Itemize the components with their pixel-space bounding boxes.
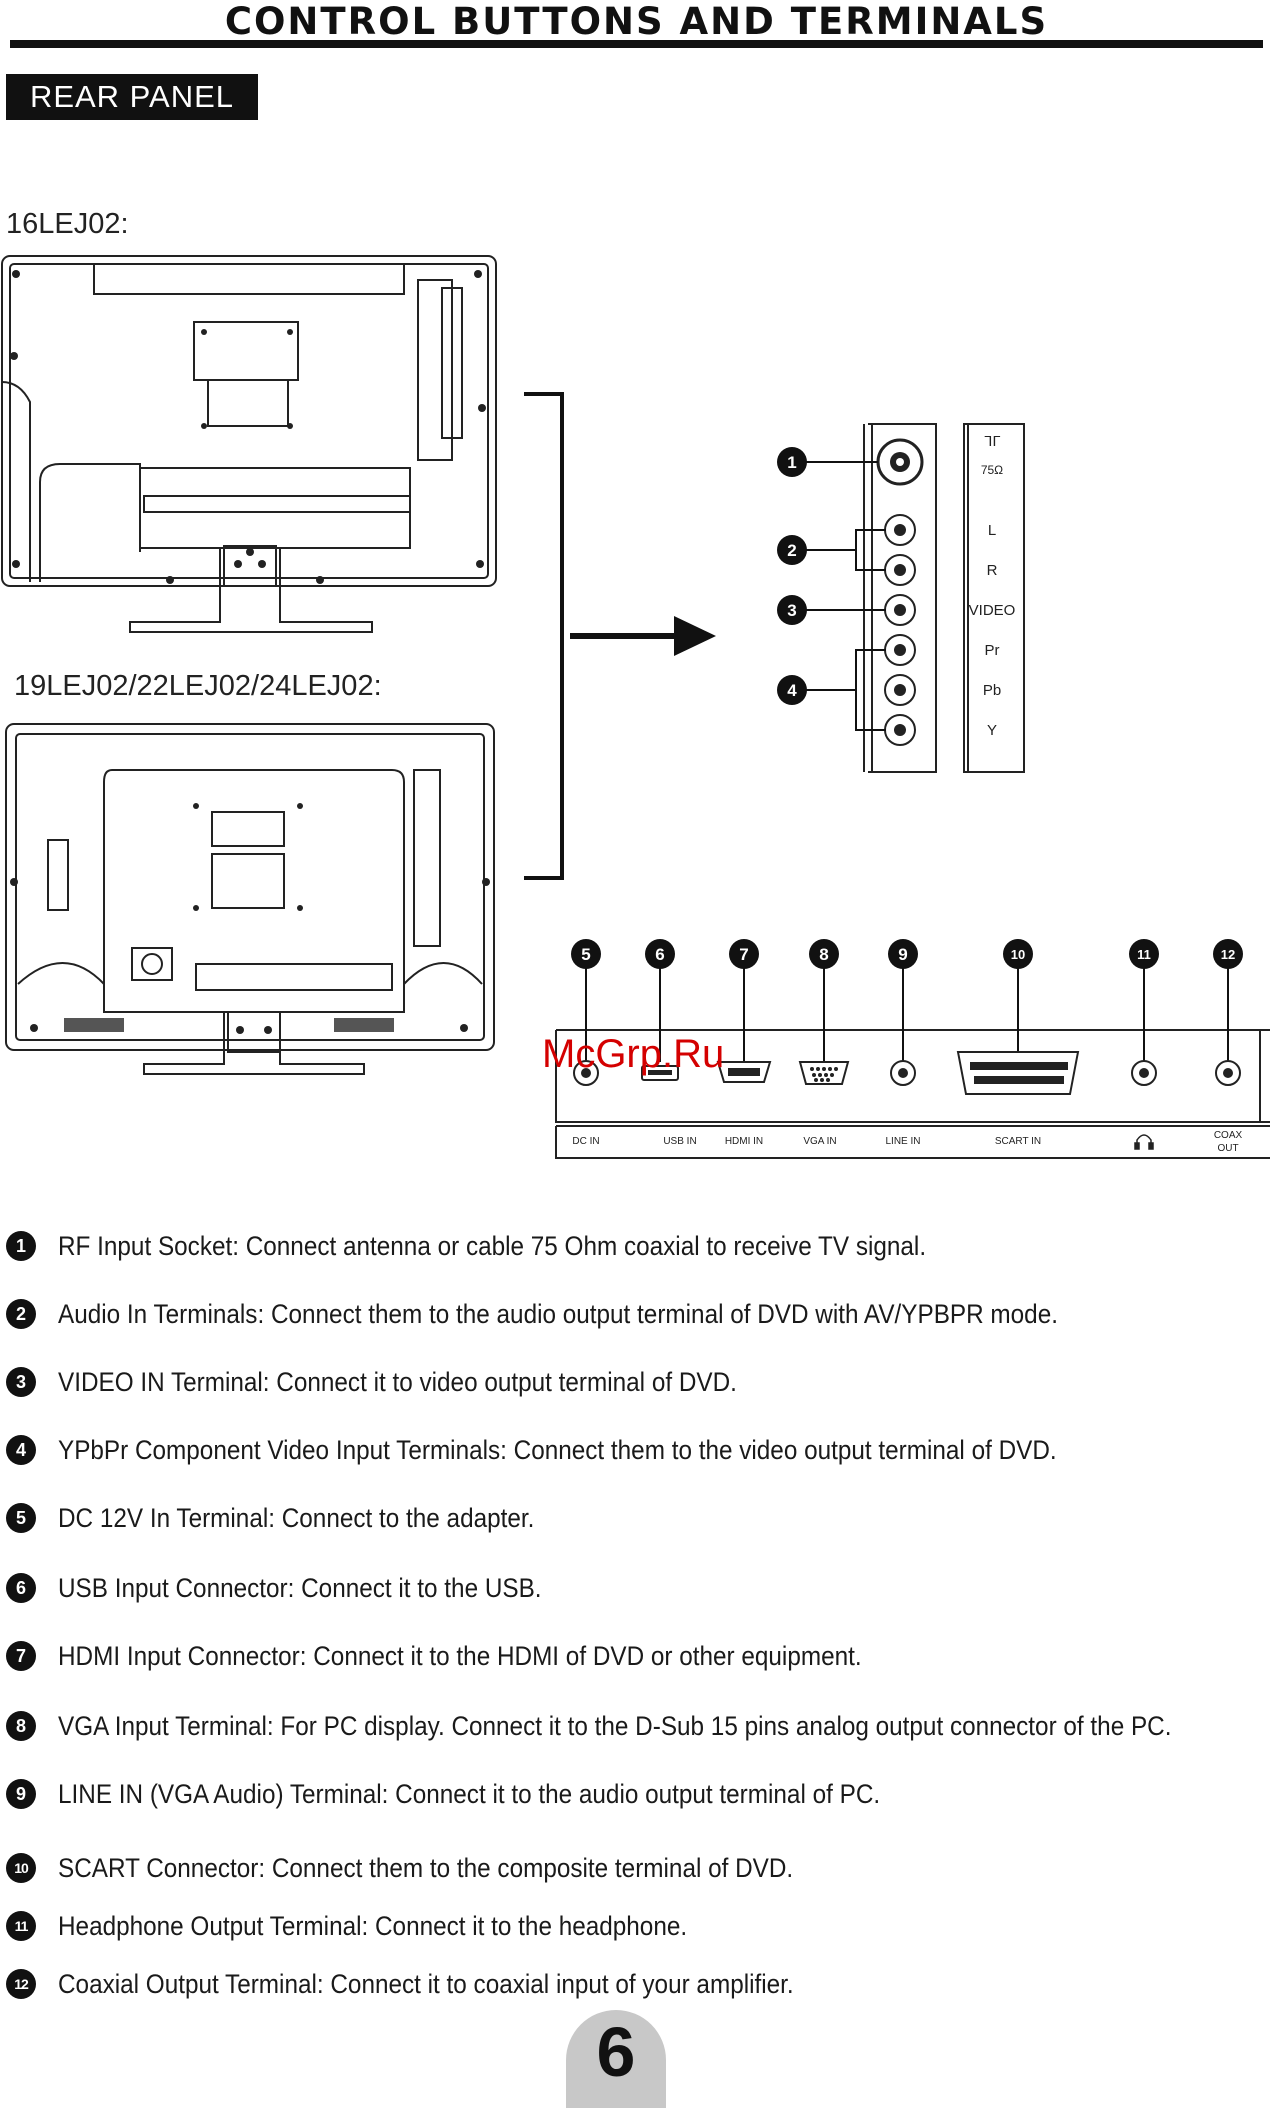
item-number: 12 <box>6 1969 36 1999</box>
description-item: 4 YPbPr Component Video Input Terminals:… <box>6 1430 1271 1470</box>
label-l: L <box>988 522 996 539</box>
port-label-scart-in: SCART IN <box>995 1136 1041 1147</box>
item-text: VGA Input Terminal: For PC display. Conn… <box>58 1710 1172 1741</box>
description-item: 11 Headphone Output Terminal: Connect it… <box>6 1906 1271 1946</box>
port-label-dc-in: DC IN <box>572 1136 599 1147</box>
callout-12: 12 <box>1221 947 1235 962</box>
item-number: 2 <box>6 1299 36 1329</box>
item-text: YPbPr Component Video Input Terminals: C… <box>58 1434 1057 1465</box>
item-text: LINE IN (VGA Audio) Terminal: Connect it… <box>58 1778 881 1809</box>
description-item: 6 USB Input Connector: Connect it to the… <box>6 1568 1271 1608</box>
description-item: 12 Coaxial Output Terminal: Connect it t… <box>6 1964 1271 2004</box>
label-y: Y <box>987 722 997 739</box>
label-pb: Pb <box>983 682 1001 699</box>
watermark: McGrp.Ru <box>542 1032 725 1076</box>
bottom-terminal-panel: 5 6 7 8 9 10 11 12 DC IN USB IN HDMI IN … <box>555 939 1270 1159</box>
port-label-line-in: LINE IN <box>885 1136 920 1147</box>
item-number: 10 <box>6 1853 36 1883</box>
callout-10: 10 <box>1011 947 1025 962</box>
page-number: 6 <box>596 2013 636 2091</box>
connection-bracket <box>524 392 716 880</box>
callout-4: 4 <box>787 681 797 700</box>
label-video: VIDEO <box>969 602 1016 619</box>
item-text: RF Input Socket: Connect antenna or cabl… <box>58 1230 927 1261</box>
item-number: 11 <box>6 1911 36 1941</box>
item-number: 3 <box>6 1367 36 1397</box>
callout-8: 8 <box>819 945 828 964</box>
page-number-tab <box>566 2010 666 2108</box>
item-text: SCART Connector: Connect them to the com… <box>58 1852 794 1883</box>
tv-19-24-rear-illustration <box>5 723 495 1075</box>
description-item: 2 Audio In Terminals: Connect them to th… <box>6 1294 1271 1334</box>
callout-1: 1 <box>787 453 796 472</box>
description-item: 1 RF Input Socket: Connect antenna or ca… <box>6 1226 1271 1266</box>
item-number: 9 <box>6 1779 36 1809</box>
item-number: 7 <box>6 1641 36 1671</box>
callout-7: 7 <box>739 945 748 964</box>
rf-icon: ᒣᒥ <box>984 433 1001 449</box>
item-number: 1 <box>6 1231 36 1261</box>
item-text: Audio In Terminals: Connect them to the … <box>58 1298 1058 1329</box>
description-item: 5 DC 12V In Terminal: Connect to the ada… <box>6 1498 1271 1538</box>
item-text: HDMI Input Connector: Connect it to the … <box>58 1640 862 1671</box>
port-label-vga-in: VGA IN <box>803 1136 836 1147</box>
description-item: 10 SCART Connector: Connect them to the … <box>6 1848 1271 1888</box>
port-label-coax: COAX <box>1214 1130 1243 1141</box>
item-number: 6 <box>6 1573 36 1603</box>
callout-9: 9 <box>898 945 907 964</box>
port-label-out: OUT <box>1217 1143 1238 1154</box>
item-number: 5 <box>6 1503 36 1533</box>
page-title: CONTROL BUTTONS AND TERMINALS <box>224 0 1049 43</box>
callout-2: 2 <box>787 541 796 560</box>
title-rule <box>10 40 1263 48</box>
callout-5: 5 <box>581 945 590 964</box>
item-number: 4 <box>6 1435 36 1465</box>
item-text: VIDEO IN Terminal: Connect it to video o… <box>58 1366 737 1397</box>
port-label-hdmi-in: HDMI IN <box>725 1136 763 1147</box>
label-pr: Pr <box>985 642 1000 659</box>
callout-6: 6 <box>655 945 664 964</box>
description-item: 9 LINE IN (VGA Audio) Terminal: Connect … <box>6 1774 1271 1814</box>
port-label-usb-in: USB IN <box>663 1136 696 1147</box>
description-item: 8 VGA Input Terminal: For PC display. Co… <box>6 1706 1271 1746</box>
label-75ohm: 75Ω <box>981 463 1003 477</box>
side-terminal-panel: 1 2 3 4 ᒣᒥ 75Ω L R VIDEO Pr Pb Y <box>777 423 1025 773</box>
item-number: 8 <box>6 1711 36 1741</box>
model-label-16: 16LEJ02: <box>6 208 129 240</box>
callout-3: 3 <box>787 601 796 620</box>
item-text: USB Input Connector: Connect it to the U… <box>58 1572 542 1603</box>
description-item: 3 VIDEO IN Terminal: Connect it to video… <box>6 1362 1271 1402</box>
callout-11: 11 <box>1137 947 1151 962</box>
model-label-19-22-24: 19LEJ02/22LEJ02/24LEJ02: <box>14 670 382 702</box>
item-text: Coaxial Output Terminal: Connect it to c… <box>58 1968 794 1999</box>
section-label: REAR PANEL <box>6 74 258 120</box>
tv-16-rear-illustration <box>1 255 497 633</box>
item-text: Headphone Output Terminal: Connect it to… <box>58 1910 688 1941</box>
headphone-icon <box>1134 1134 1154 1150</box>
description-item: 7 HDMI Input Connector: Connect it to th… <box>6 1636 1271 1676</box>
label-r: R <box>987 562 998 579</box>
item-text: DC 12V In Terminal: Connect to the adapt… <box>58 1502 535 1533</box>
